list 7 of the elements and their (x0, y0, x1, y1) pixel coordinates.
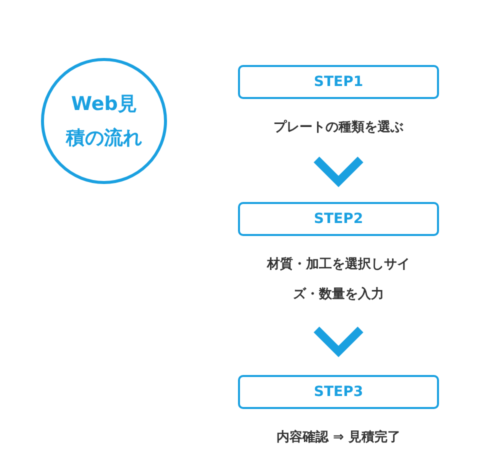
step-box: STEP1 (238, 65, 439, 99)
step-box: STEP3 (238, 375, 439, 409)
step-description: プレートの種類を選ぶ (272, 118, 404, 137)
step-box: STEP2 (238, 202, 439, 236)
title-circle: Web見積の流れ (41, 58, 167, 184)
step-description: 内容確認 ⇒ 見積完了 (276, 428, 402, 447)
step-description: 材質・加工を選択しサイズ・数量を入力 (266, 256, 411, 304)
